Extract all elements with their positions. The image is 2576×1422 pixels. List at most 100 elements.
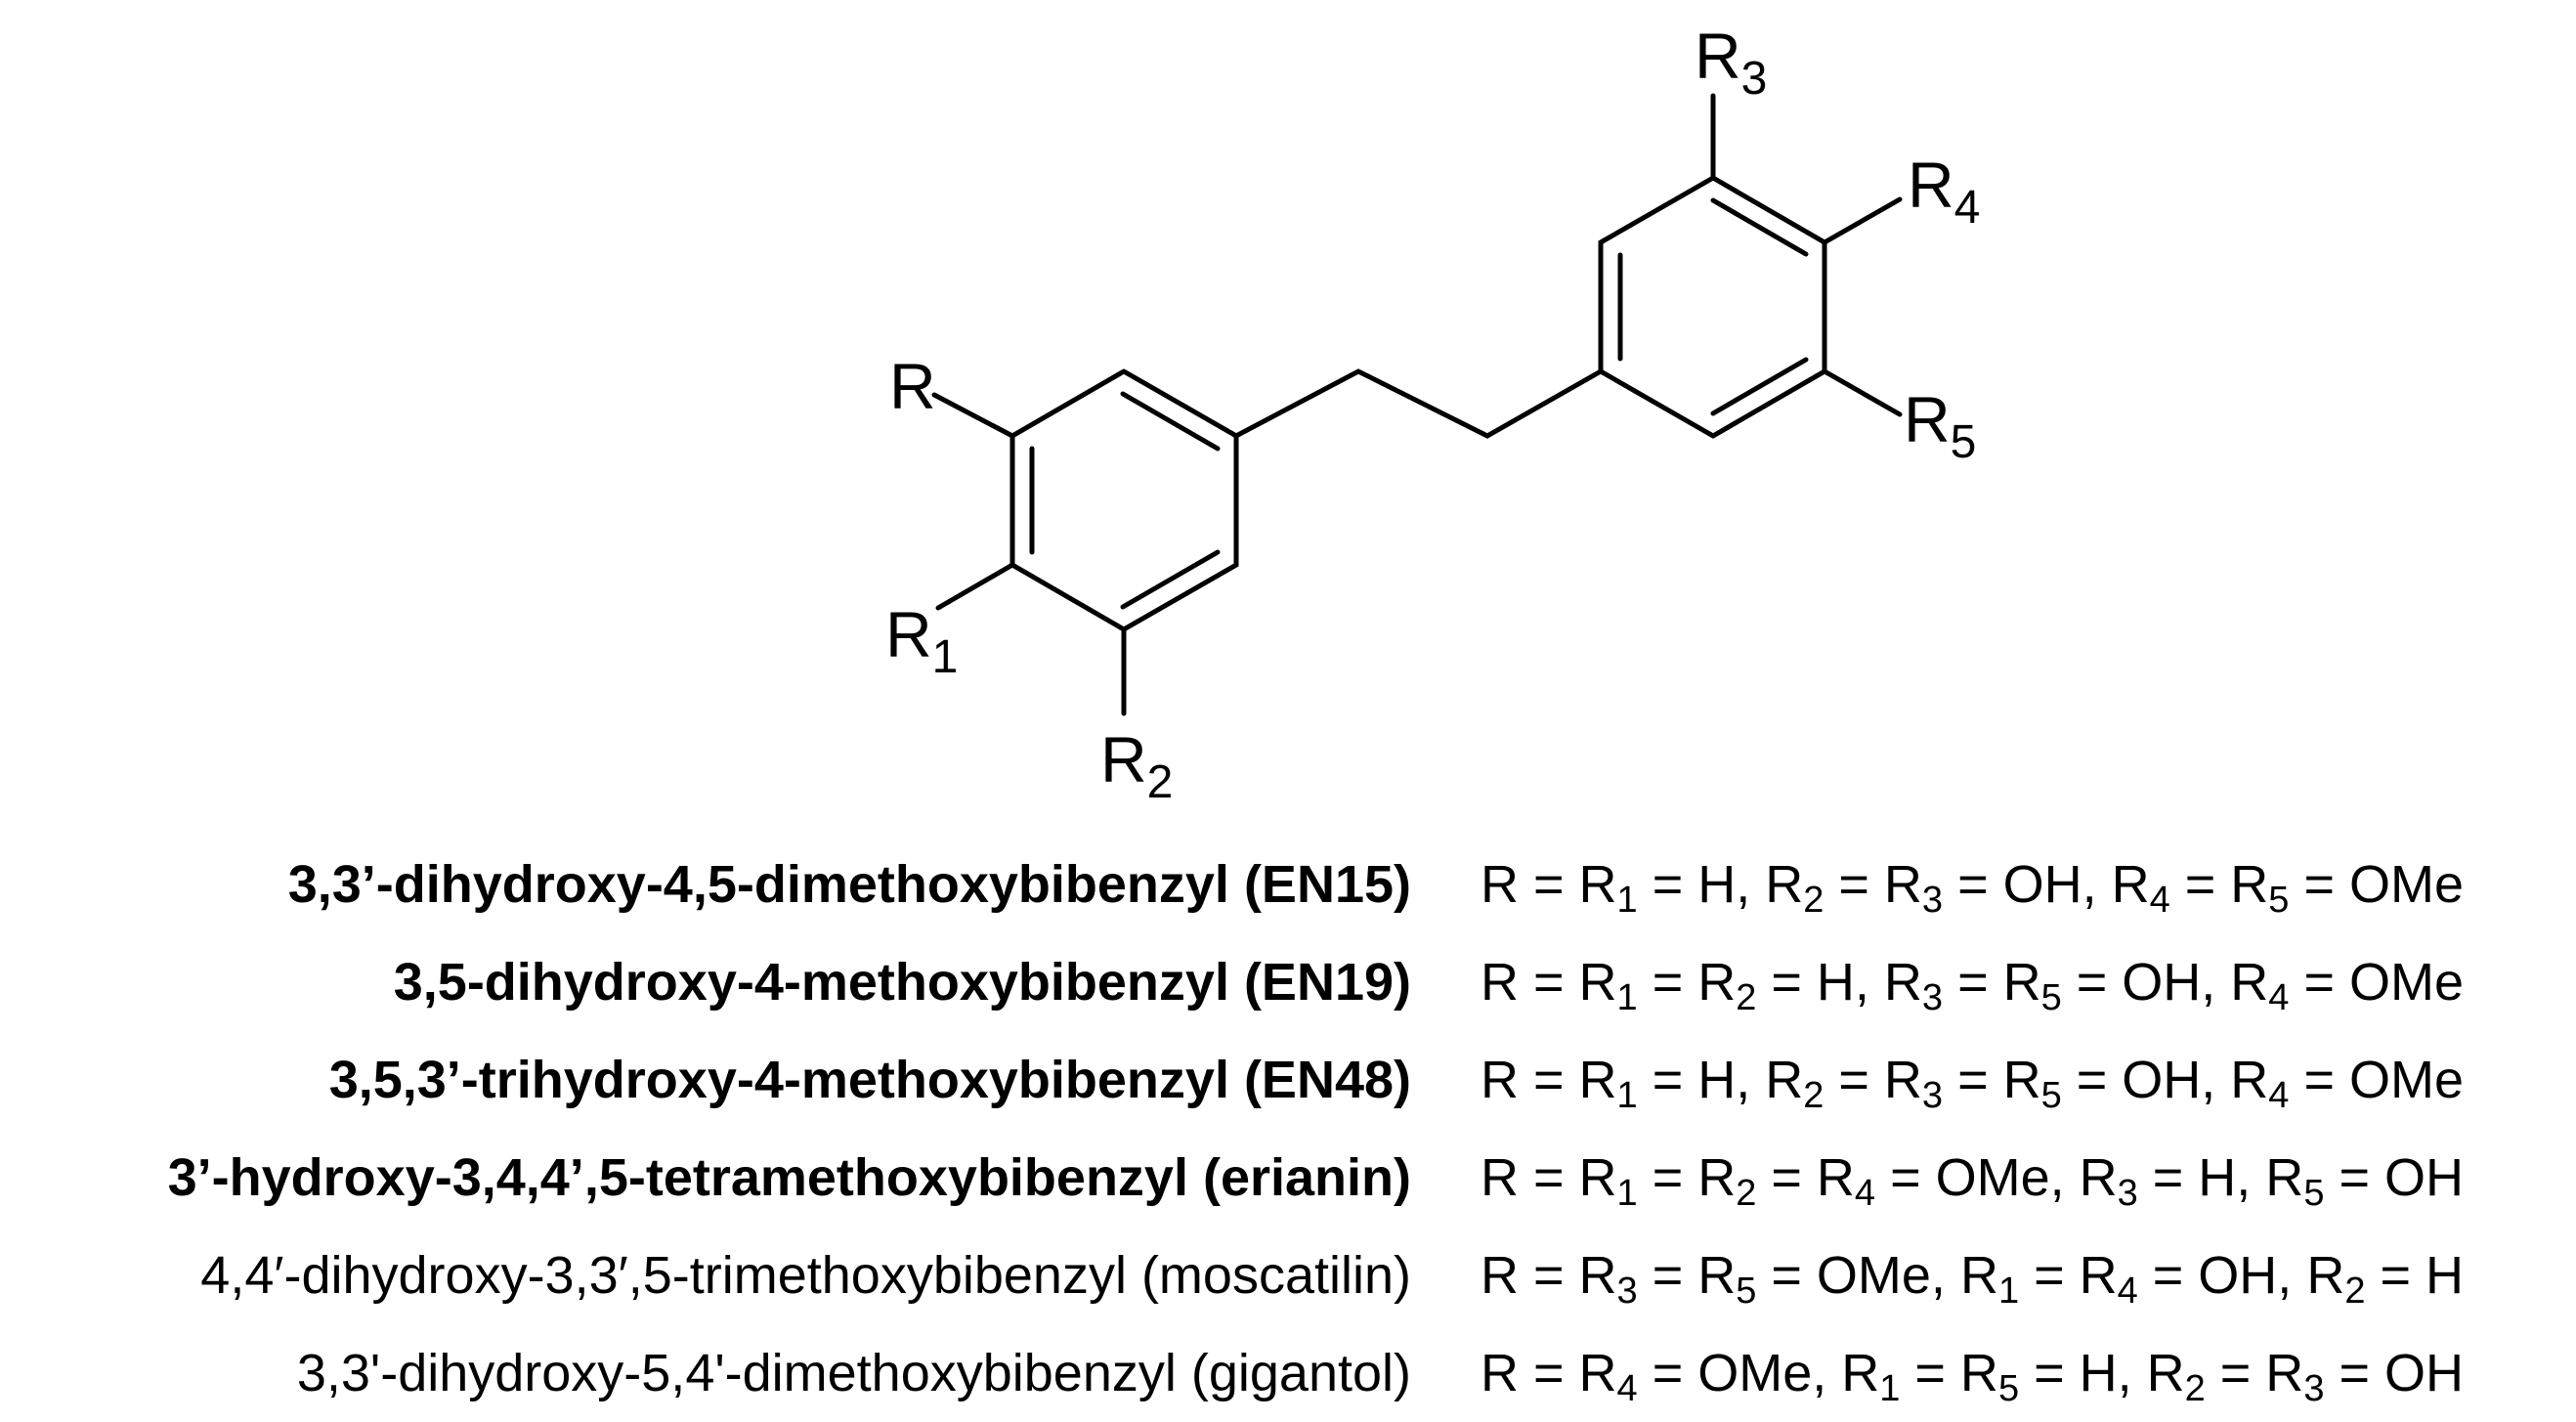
substitution-text: R = R (1481, 953, 1617, 1012)
compound-name: 3,5,3’-trihydroxy-4-methoxybibenzyl (EN4… (328, 1051, 1411, 1109)
substitution-subscript: 2 (1803, 880, 1825, 921)
substitution-subscript: 3 (1921, 1075, 1944, 1116)
substitution-text: = OH, R (2137, 1246, 2345, 1305)
substitution-subscript: 5 (1997, 1368, 2020, 1409)
bond-r1 (935, 562, 1015, 611)
substitution-subscript: 2 (1736, 977, 1757, 1018)
substitution-text: R = R (1481, 1051, 1617, 1109)
compound-name: 3’-hydroxy-3,4,4’,5-tetramethoxybibenzyl… (167, 1148, 1411, 1207)
label-r4: R4 (1908, 149, 1980, 234)
substitution-subscript: 2 (2184, 1368, 2206, 1409)
bond-r4 (1822, 196, 1903, 245)
substitution-subscript: 4 (2117, 1271, 2138, 1312)
substitution-subscript: 5 (2040, 1075, 2062, 1116)
compound-name: 3,3’-dihydroxy-4,5-dimethoxybibenzyl (EN… (287, 855, 1411, 914)
substitution-text: = OMe (2289, 855, 2464, 914)
left-ring (1009, 368, 1239, 632)
label-r5: R5 (1904, 383, 1976, 468)
substitution-text: = R (1943, 1051, 2041, 1109)
label-r2: R2 (1100, 723, 1173, 808)
substitution-text: = H, R (1756, 953, 1922, 1012)
bond-r (931, 392, 1015, 439)
compound-substitution: R = R4 = OMe, R1 = R5 = H, R2 = R3 = OH (1481, 1324, 2464, 1422)
substitution-text: = OH (2324, 1148, 2464, 1207)
right-ring-double-2 (1710, 197, 1809, 257)
label-r3: R3 (1695, 20, 1767, 105)
substitution-text: = H (2365, 1246, 2464, 1305)
substitution-subscript: 2 (1736, 1173, 1757, 1214)
compound-substitution: R = R1 = H, R2 = R3 = OH, R4 = R5 = OMe (1481, 836, 2464, 933)
left-ring-double-2 (1120, 549, 1221, 610)
substitution-subscript: 4 (2268, 1075, 2290, 1116)
substitution-subscript: 1 (1616, 880, 1638, 921)
substitution-text: = OMe (2289, 953, 2464, 1012)
substitution-subscript: 3 (1921, 977, 1944, 1018)
substitution-text: = H, R (2019, 1344, 2185, 1402)
substitution-subscript: 2 (1803, 1075, 1825, 1116)
compound-substitution: R = R1 = R2 = R4 = OMe, R3 = H, R5 = OH (1481, 1129, 2464, 1227)
substitution-subscript: 4 (1616, 1368, 1638, 1409)
substitution-subscript: 1 (1616, 1075, 1638, 1116)
substitution-text: = R (2205, 1344, 2304, 1402)
substitution-text: = OMe, R (1637, 1344, 1880, 1402)
substitution-subscript: 3 (1616, 1271, 1638, 1312)
substitution-text: = OMe, R (1875, 1148, 2118, 1207)
substitution-subscript: 5 (2040, 977, 2062, 1018)
left-ring-double-1 (1120, 391, 1221, 452)
label-r: R (889, 350, 936, 422)
label-r1: R1 (885, 598, 958, 683)
substitution-text: = R (1824, 1051, 1922, 1109)
substitution-subscript: 3 (2303, 1368, 2325, 1409)
substitution-text: = R (2019, 1246, 2118, 1305)
substitution-text: = R (1943, 953, 2041, 1012)
substitution-subscript: 2 (2344, 1271, 2366, 1312)
substitution-text: = OH, R (2061, 1051, 2269, 1109)
compound-row-en48: 3,5,3’-trihydroxy-4-methoxybibenzyl (EN4… (0, 1031, 2576, 1129)
substitution-subscript: 5 (2303, 1173, 2325, 1214)
substitution-text: R = R (1481, 1246, 1617, 1305)
ethylene-bridge (1233, 368, 1604, 439)
compound-row-en19: 3,5-dihydroxy-4-methoxybibenzyl (EN19) R… (0, 933, 2576, 1031)
substitution-text: = OMe, R (1756, 1246, 1998, 1305)
substitution-text: R = R (1481, 1148, 1617, 1207)
substitution-subscript: 1 (1879, 1368, 1901, 1409)
compound-substitution: R = R1 = R2 = H, R3 = R5 = OH, R4 = OMe (1481, 933, 2464, 1031)
substitution-text: = H, R (1637, 855, 1804, 914)
substitution-subscript: 5 (2268, 880, 2290, 921)
substitution-text: = R (1637, 1246, 1737, 1305)
compound-row-gigantol: 3,3'-dihydroxy-5,4'-dimethoxybibenzyl (g… (0, 1324, 2576, 1422)
bond-lines (931, 93, 1903, 716)
compound-substitution: R = R1 = H, R2 = R3 = R5 = OH, R4 = OMe (1481, 1031, 2464, 1129)
right-ring (1598, 175, 1827, 439)
substitution-subscript: 4 (1854, 1173, 1876, 1214)
substitution-text: = R (1824, 855, 1922, 914)
substitution-text: R = R (1481, 855, 1617, 914)
substitution-subscript: 3 (1921, 880, 1944, 921)
compound-row-moscatilin: 4,4′-dihydroxy-3,3′,5-trimethoxybibenzyl… (0, 1227, 2576, 1324)
compound-name: 4,4′-dihydroxy-3,3′,5-trimethoxybibenzyl… (200, 1246, 1411, 1305)
substitution-subscript: 3 (2117, 1173, 2138, 1214)
substitution-text: = R (1756, 1148, 1855, 1207)
substitution-subscript: 1 (1616, 977, 1638, 1018)
right-ring-double-3 (1710, 357, 1809, 416)
bond-r5 (1822, 368, 1903, 417)
substitution-subscript: 4 (2268, 977, 2290, 1018)
substitution-subscript: 1 (1616, 1173, 1638, 1214)
substitution-text: R = R (1481, 1344, 1617, 1402)
substitution-text: = OMe (2289, 1051, 2464, 1109)
substitution-text: = OH (2324, 1344, 2464, 1402)
substitution-subscript: 5 (1736, 1271, 1757, 1312)
substitution-subscript: 1 (1997, 1271, 2020, 1312)
compound-name: 3,5-dihydroxy-4-methoxybibenzyl (EN19) (393, 953, 1411, 1012)
compound-name: 3,3'-dihydroxy-5,4'-dimethoxybibenzyl (g… (296, 1344, 1411, 1402)
substitution-text: = R (1900, 1344, 1998, 1402)
substitution-text: = OH, R (2061, 953, 2269, 1012)
substitution-text: = R (1637, 953, 1737, 1012)
compound-row-erianin: 3’-hydroxy-3,4,4’,5-tetramethoxybibenzyl… (0, 1129, 2576, 1227)
substitution-subscript: 4 (2149, 880, 2170, 921)
substitution-text: = R (2169, 855, 2269, 914)
substitution-text: = R (1637, 1148, 1737, 1207)
compound-substitution: R = R3 = R5 = OMe, R1 = R4 = OH, R2 = H (1481, 1227, 2464, 1324)
substitution-text: = OH, R (1943, 855, 2150, 914)
